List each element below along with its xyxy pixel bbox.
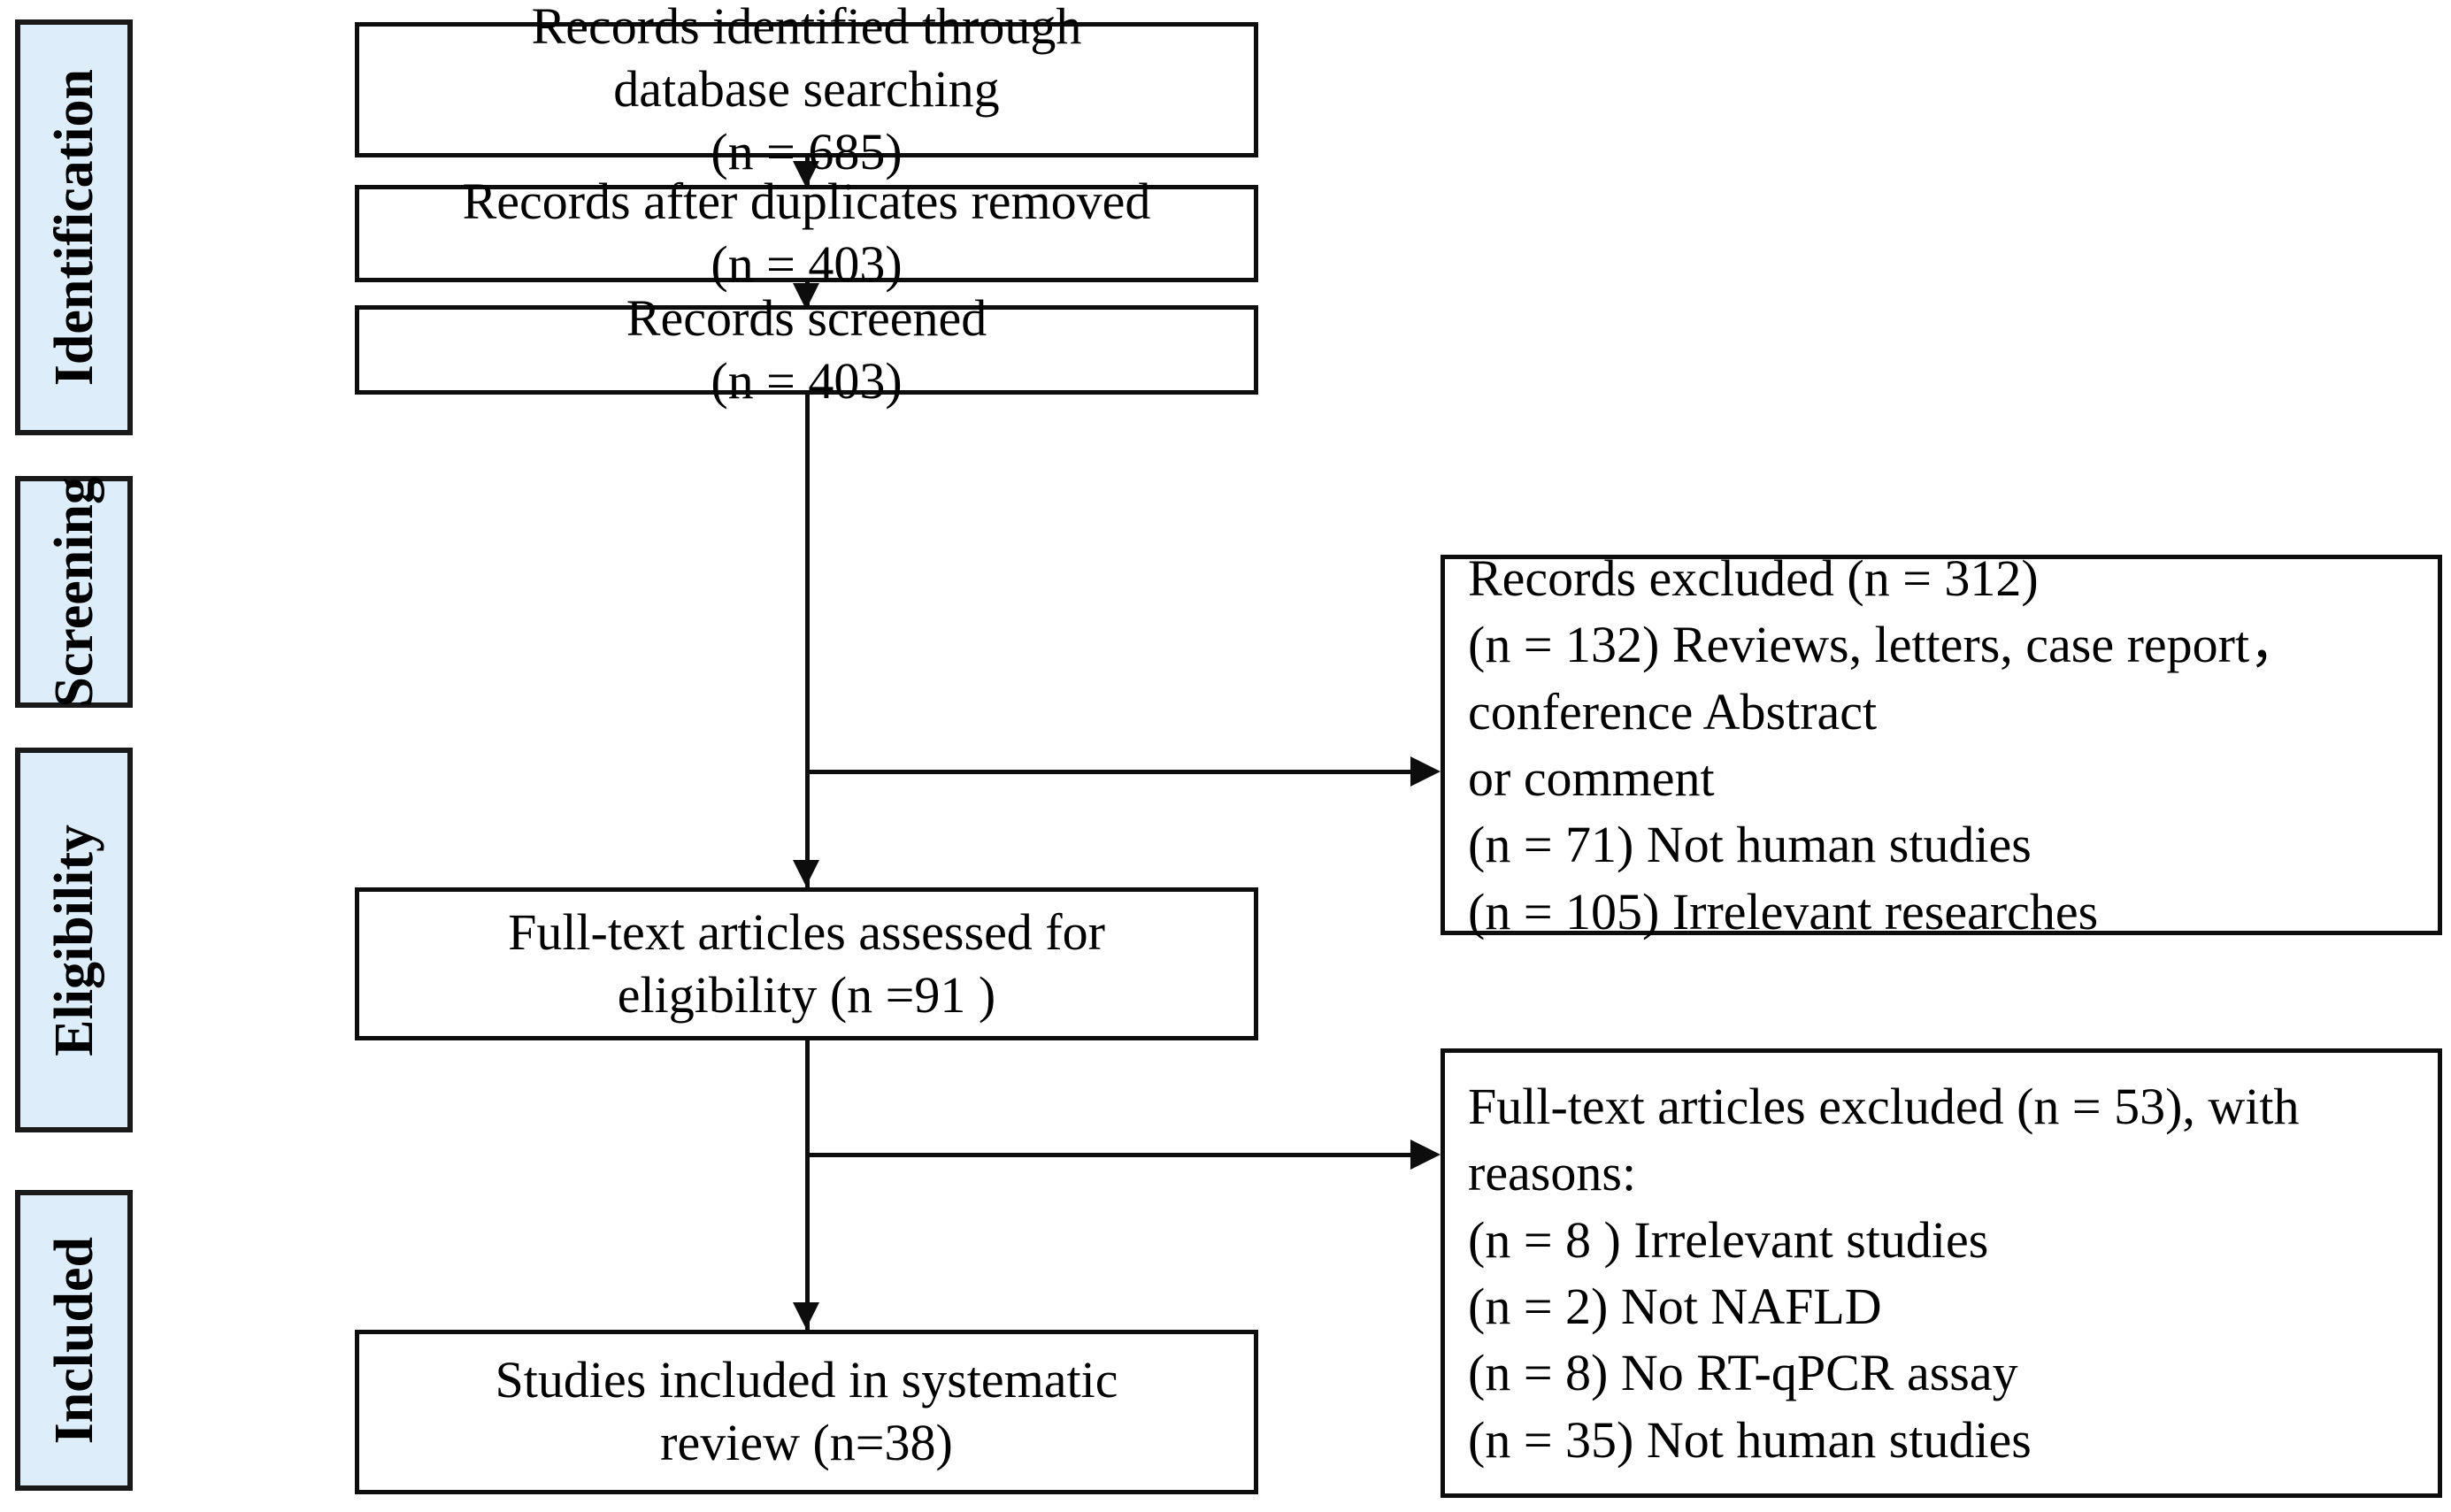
stage-included-label: Included xyxy=(43,1236,104,1445)
stage-screening-label: Screening xyxy=(43,476,104,708)
stage-eligibility-label: Eligibility xyxy=(43,824,104,1056)
connector-fulltext-to-included xyxy=(805,1040,810,1332)
arrow-identified-to-dedup xyxy=(793,161,819,188)
arrow-screened-to-excluded xyxy=(1410,756,1441,787)
flow-box-records-identified: Records identified through database sear… xyxy=(355,0,1258,180)
exclusion-box-full-text-excluded-text: Full-text articles excluded (n = 53), wi… xyxy=(1468,1077,2300,1469)
flow-box-records-screened-text: Records screened (n = 403) xyxy=(626,288,987,410)
flow-box-studies-included-text: Studies included in systematic review (n… xyxy=(495,1351,1118,1471)
flow-box-full-text-assessed-text: Full-text articles assessed for eligibil… xyxy=(508,902,1105,1024)
connector-screened-to-fulltext xyxy=(805,394,810,889)
arrow-screened-to-fulltext xyxy=(793,860,819,886)
stage-eligibility: Eligibility xyxy=(15,748,133,1132)
flow-box-studies-included: Studies included in systematic review (n… xyxy=(355,1330,1258,1494)
connector-screened-to-excluded xyxy=(805,770,1416,774)
stage-identification-label: Identification xyxy=(43,68,104,387)
exclusion-box-records-excluded-text: Records excluded (n = 312) (n = 132) Rev… xyxy=(1468,549,2301,940)
flow-box-records-identified-text: Records identified through database sear… xyxy=(531,0,1082,180)
arrow-fulltext-to-included xyxy=(793,1302,819,1329)
connector-fulltext-to-excluded xyxy=(805,1153,1416,1157)
flow-box-full-text-assessed: Full-text articles assessed for eligibil… xyxy=(355,887,1258,1040)
flow-box-records-after-duplicates: Records after duplicates removed (n = 40… xyxy=(355,173,1258,293)
stage-screening: Screening xyxy=(15,476,133,708)
stage-identification: Identification xyxy=(15,19,133,435)
exclusion-box-full-text-excluded: Full-text articles excluded (n = 53), wi… xyxy=(1441,1048,2442,1498)
exclusion-box-records-excluded: Records excluded (n = 312) (n = 132) Rev… xyxy=(1441,549,2442,940)
flow-box-records-screened: Records screened (n = 403) xyxy=(355,289,1258,410)
flow-box-records-after-duplicates-text: Records after duplicates removed (n = 40… xyxy=(462,173,1151,293)
stage-included: Included xyxy=(15,1190,133,1491)
arrow-fulltext-to-excluded xyxy=(1410,1140,1441,1170)
